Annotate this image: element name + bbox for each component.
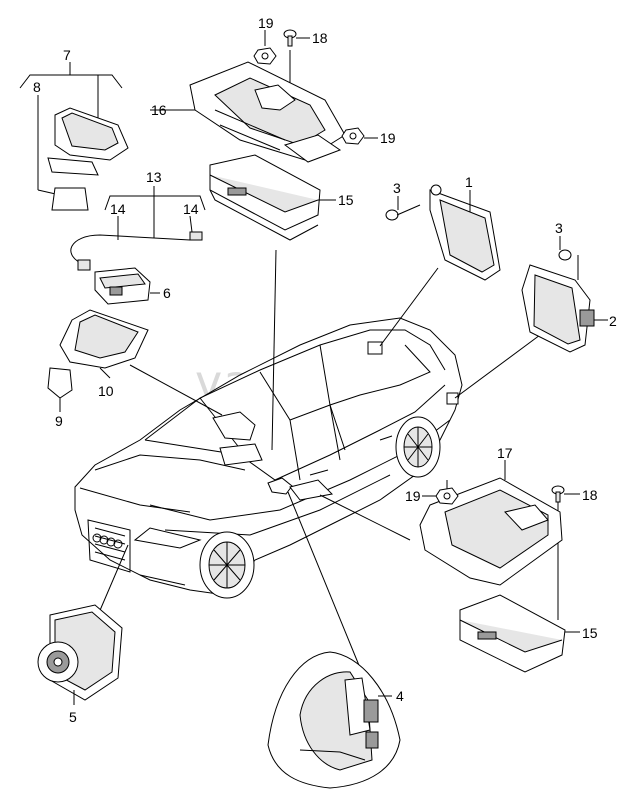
callout-18-bottom: 18: [582, 487, 598, 503]
callout-14-left: 14: [110, 201, 126, 217]
callout-19-bottom: 19: [405, 488, 421, 504]
car-body: [74, 317, 463, 599]
part-16-bracket: [150, 61, 346, 163]
callout-14-right: 14: [183, 201, 199, 217]
callout-7: 7: [63, 47, 71, 63]
patch-windscreen: [212, 411, 256, 441]
patch-roof: [367, 341, 383, 355]
callout-9: 9: [55, 413, 63, 429]
part-1-sensor: [429, 184, 501, 281]
part-18-bolt-bottom: [551, 485, 580, 503]
part-18-bolt-top: [283, 29, 310, 47]
callouts: 7 8 13 14 14 6 10 9 19 18 16 19 15 1 3 3…: [33, 15, 617, 725]
part-19-nut-top: [253, 30, 277, 65]
part-5-camera: [37, 604, 123, 705]
callout-3-left: 3: [393, 180, 401, 196]
part-7-bracket: [19, 62, 129, 211]
callout-17: 17: [497, 445, 513, 461]
part-9-clip: [47, 367, 73, 412]
callout-19-top: 19: [258, 15, 274, 31]
part-13-cable: [70, 186, 206, 271]
callout-5: 5: [69, 709, 77, 725]
callout-6: 6: [163, 285, 171, 301]
part-3-bolt-a: [385, 196, 421, 221]
callout-1: 1: [465, 174, 473, 190]
callout-3-right: 3: [555, 220, 563, 236]
part-4-mirror: [267, 651, 401, 789]
part-19-nut-mid: [341, 127, 378, 145]
callout-19-mid: 19: [380, 130, 396, 146]
leader-lines: [97, 50, 559, 681]
callout-15-bottom: 15: [582, 625, 598, 641]
callout-2: 2: [609, 313, 617, 329]
part-15-control-unit-top: [209, 154, 336, 241]
callout-4: 4: [396, 688, 404, 704]
part-2-sensor: [521, 255, 608, 353]
part-6-module: [94, 267, 160, 305]
part-17-bracket: [419, 460, 563, 586]
callout-8: 8: [33, 79, 41, 95]
part-15-control-unit-bottom: [459, 594, 580, 673]
callout-15-top: 15: [338, 192, 354, 208]
callout-16: 16: [151, 102, 167, 118]
callout-10: 10: [98, 383, 114, 399]
callout-18-top: 18: [312, 30, 328, 46]
patch-dash: [219, 443, 263, 466]
part-10-cover: [59, 309, 149, 379]
patch-door: [289, 479, 334, 501]
part-3-bolt-b: [558, 236, 572, 261]
patch-rear: [446, 392, 459, 405]
callout-13: 13: [146, 169, 162, 185]
part-19-nut-bottom: [422, 487, 459, 505]
